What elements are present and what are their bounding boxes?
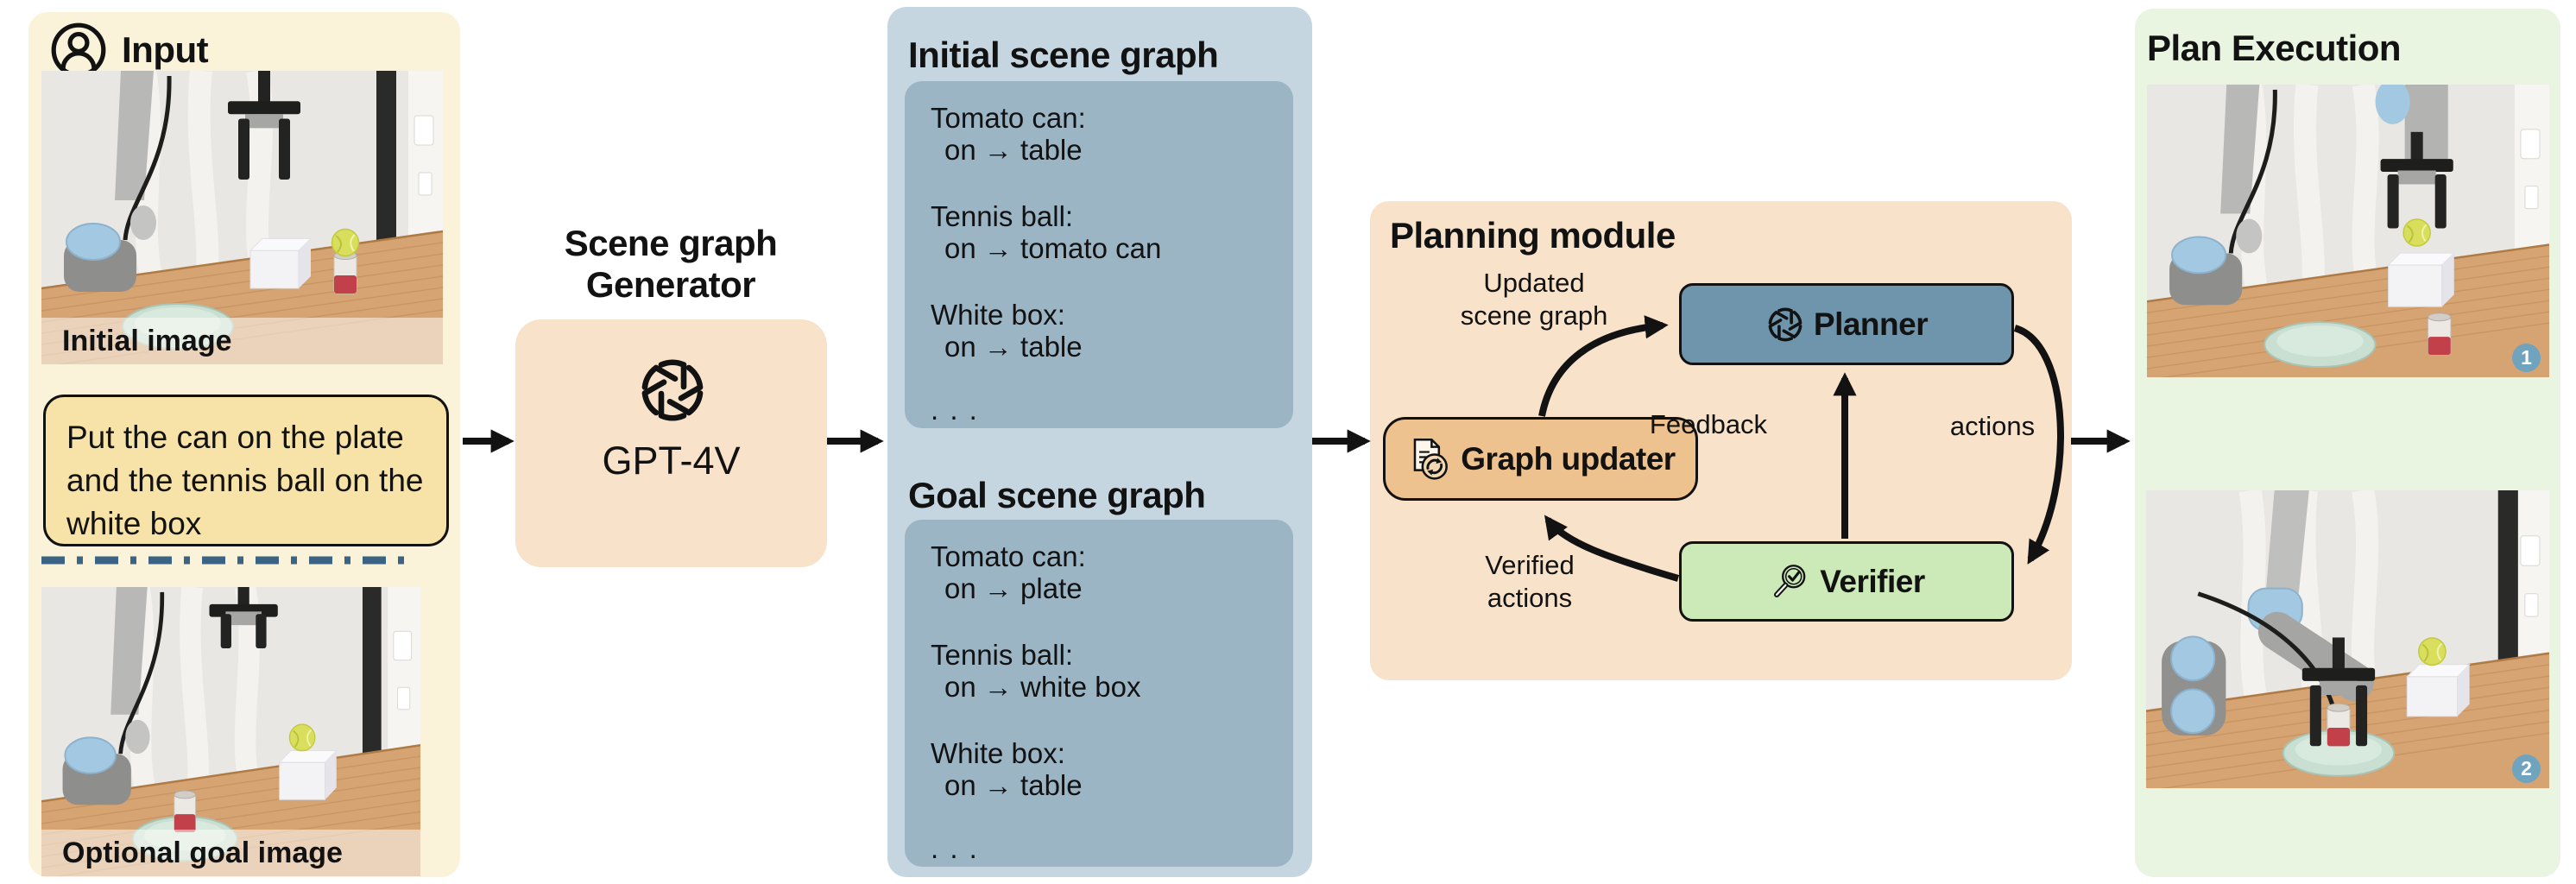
input-panel: Input Initial image Put the can on the p… [28,12,460,877]
scene-graph-entry: White box: on → table [931,737,1083,801]
generator-title-line1: Scene graph [564,223,778,263]
task-instruction-box: Put the can on the plate and the tennis … [43,395,449,546]
execution-image-1: 1 [2147,85,2549,377]
planning-module-title: Planning module [1390,215,1676,256]
ellipsis: . . . [931,832,979,864]
initial-image-label: Initial image [41,318,443,364]
gpt4v-box: GPT-4V [515,319,827,567]
verified-actions-label: Verified actions [1485,550,1575,613]
feedback-label: Feedback [1649,409,1768,439]
dash-dot-divider [41,556,416,565]
initial-scene-graph-box: Tomato can: on → table Tennis ball: on →… [905,81,1293,428]
updated-scene-graph-label: Updated scene graph [1460,268,1608,331]
actions-label: actions [1949,411,2036,441]
scene-graph-entry: White box: on → table [931,299,1083,363]
magnifier-check-icon [1768,560,1811,603]
openai-logo-icon [636,354,709,426]
openai-logo-icon [1765,305,1805,344]
document-sync-icon [1405,436,1452,483]
planner-box: Planner [1679,283,2014,365]
plan-execution-title: Plan Execution [2147,28,2402,68]
verifier-box: Verifier [1679,541,2014,622]
initial-image: Initial image [41,71,443,364]
initial-scene-graph-title: Initial scene graph [908,35,1219,75]
generator-model-label: GPT-4V [602,439,741,483]
goal-image-label: Optional goal image [41,830,420,876]
goal-scene-graph-title: Goal scene graph [908,475,1206,515]
scene-graph-panel: Initial scene graph Tomato can: on → tab… [887,7,1312,877]
execution-image-2: 2 [2146,490,2549,788]
step-badge-2: 2 [2512,755,2541,783]
planning-module-panel: Planning module Updated scene graph Plan… [1370,201,2072,680]
optional-goal-image: Optional goal image [41,587,420,876]
scene-graph-entry: Tomato can: on → plate [931,540,1086,604]
plan-execution-panel: Plan Execution 1 2 [2135,9,2560,877]
ellipsis: . . . [931,394,979,426]
graph-updater-label: Graph updater [1461,440,1676,477]
planner-label: Planner [1813,306,1929,342]
input-panel-title: Input [122,29,209,70]
generator-title: Scene graph Generator [498,223,843,306]
scene-graph-entry: Tennis ball: on → white box [931,639,1141,703]
step-badge-1: 1 [2512,344,2541,372]
scene-graph-entry: Tennis ball: on → tomato can [931,200,1162,264]
goal-scene-graph-box: Tomato can: on → plate Tennis ball: on →… [905,520,1293,867]
verifier-label: Verifier [1820,563,1925,599]
scene-graph-entry: Tomato can: on → table [931,102,1086,166]
graph-updater-box: Graph updater [1383,417,1698,501]
generator-title-line2: Generator [585,264,756,305]
